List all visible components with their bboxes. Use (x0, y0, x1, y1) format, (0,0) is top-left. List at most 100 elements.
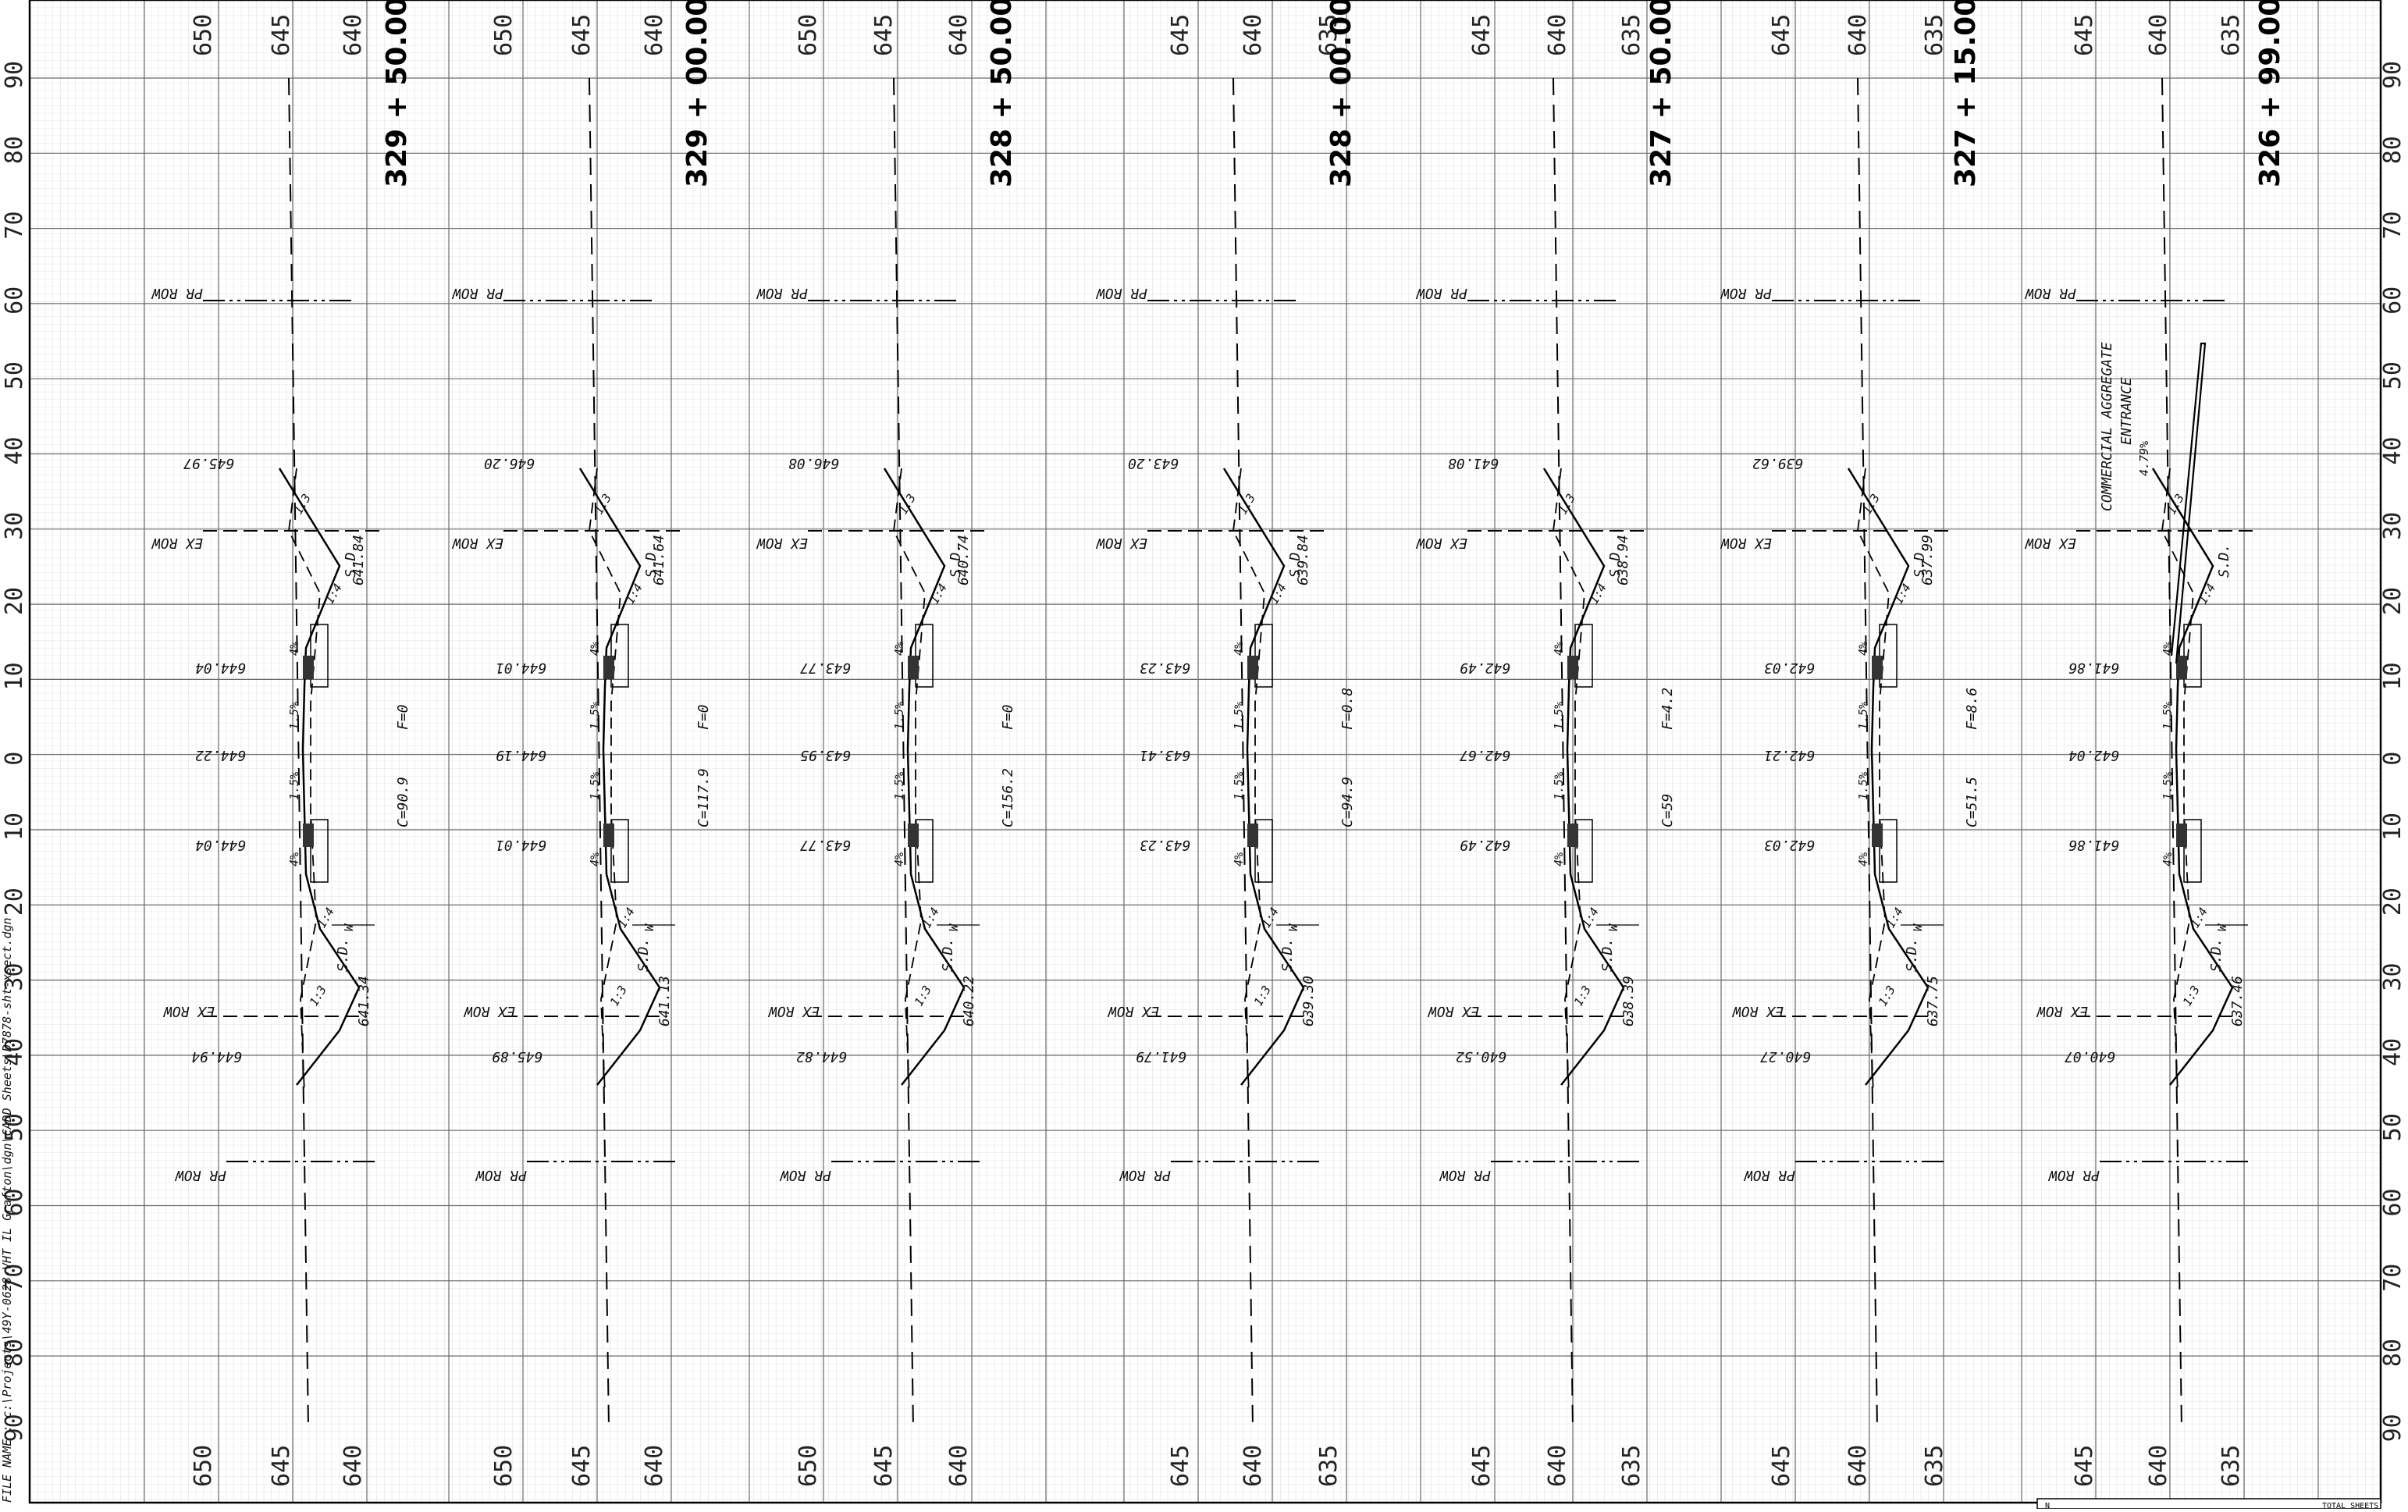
elevation-tick-bottom: 635 (1921, 1445, 1948, 1487)
w-marker-label: W (947, 923, 961, 931)
ex-row-label: EX ROW (767, 1003, 820, 1019)
pavement-hatch (908, 656, 919, 679)
cross-slope-label: 4% (1232, 852, 1246, 866)
storm-drain-label: S.D. (1599, 938, 1616, 972)
elevation-tick-bottom: 640 (1240, 1445, 1267, 1487)
cross-slope-label: 4% (1552, 642, 1566, 656)
offset-tick-right: 40 (2379, 436, 2406, 464)
offset-tick-right: 10 (2379, 813, 2406, 841)
cross-slope-label: 1.5% (1232, 702, 1246, 730)
w-marker-label: W (1286, 923, 1300, 931)
storm-drain-label: S.D. (940, 938, 956, 972)
elevation-tick-top: 650 (490, 14, 518, 56)
ex-row-label: EX ROW (2024, 535, 2076, 551)
cross-slope-label: 4% (1856, 852, 1870, 866)
cross-slope-label: 4% (2161, 852, 2175, 866)
fill-quantity: F=4.2 (1659, 688, 1676, 730)
elevation-tick-bottom: 640 (1544, 1445, 1571, 1487)
existing-profile (288, 468, 321, 1094)
station-label: 329 + 50.00 (381, 0, 413, 187)
storm-drain-label: S.D. (1904, 938, 1920, 972)
offset-tick-left: 80 (1, 136, 28, 164)
elevation-tick-bottom: 645 (268, 1445, 295, 1487)
elev-centerline: 642.21 (1764, 747, 1815, 763)
w-marker-label: W (342, 923, 356, 931)
cross-slope-label: 1.5% (2161, 702, 2175, 730)
pr-row-label: PR ROW (2047, 1167, 2100, 1183)
offset-tick-left: 60 (1, 286, 28, 315)
elevation-tick-bottom: 640 (340, 1445, 367, 1487)
elev-edge-top: 643.77 (800, 660, 851, 676)
elev-top-left: 645.97 (183, 455, 234, 471)
elevation-tick-top: 640 (1844, 14, 1872, 56)
entrance-label: COMMERCIAL AGGREGATE (2099, 342, 2115, 511)
elev-bottom-left: 645.89 (492, 1048, 542, 1065)
elevation-tick-top: 635 (1618, 14, 1645, 56)
offset-tick-right: 50 (2379, 1113, 2406, 1141)
elevation-tick-top: 645 (1468, 14, 1496, 56)
elevation-tick-bottom: 645 (1768, 1445, 1795, 1487)
elev-edge-bottom: 641.86 (2068, 837, 2119, 853)
existing-ground-line (893, 77, 914, 1429)
storm-drain-label: S.D. (1607, 544, 1624, 578)
elev-bottom-left: 641.79 (1136, 1048, 1186, 1065)
existing-profile (1553, 468, 1585, 1094)
fill-quantity: F=0 (1000, 704, 1016, 730)
pr-row-label: PR ROW (779, 1167, 831, 1183)
pavement-box (1879, 819, 1898, 883)
ex-row-label: EX ROW (1731, 1003, 1784, 1019)
elev-edge-bottom: 643.77 (800, 837, 851, 853)
elevation-tick-bottom: 645 (1167, 1445, 1194, 1487)
pr-row-label: PR ROW (174, 1167, 226, 1183)
elev-top-left: 646.08 (788, 455, 839, 471)
offset-tick-left: 70 (1, 211, 28, 239)
cross-slope-label: 4% (892, 852, 906, 866)
pr-row-label: PR ROW (451, 285, 503, 301)
fill-quantity: F=8.6 (1964, 688, 1980, 730)
storm-drain-label: S.D. (343, 544, 359, 578)
offset-tick-left: 40 (1, 436, 28, 464)
elevation-tick-top: 645 (268, 14, 295, 56)
elev-edge-top: 644.04 (195, 660, 246, 676)
cross-slope-label: 4% (1552, 852, 1566, 866)
elev-ditch-top: 641.64 (651, 535, 667, 585)
elevation-tick-bottom: 645 (1468, 1445, 1496, 1487)
storm-drain-label: S.D. (948, 544, 964, 578)
offset-tick-left: 50 (1, 1113, 28, 1141)
elev-edge-top: 643.23 (1140, 660, 1190, 676)
elev-bottom-left: 644.82 (796, 1048, 847, 1065)
elevation-tick-top: 635 (1921, 14, 1948, 56)
pavement-hatch (303, 824, 314, 847)
offset-tick-left: 90 (1, 1414, 28, 1442)
offset-tick-left: 20 (1, 888, 28, 916)
offset-tick-right: 90 (2379, 1414, 2406, 1442)
pavement-hatch (303, 656, 314, 679)
offset-tick-right: 60 (2379, 286, 2406, 315)
cut-quantity: C=51.5 (1964, 777, 1980, 827)
existing-ground-line (2161, 77, 2182, 1429)
storm-drain-label: S.D. (2216, 544, 2232, 578)
storm-drain-label: S.D. (635, 938, 652, 972)
offset-tick-left: 20 (1, 587, 28, 615)
elevation-tick-bottom: 645 (870, 1445, 898, 1487)
entrance-label: ENTRANCE (2118, 377, 2135, 445)
station-label: 326 + 99.00 (2254, 0, 2286, 187)
elev-centerline: 644.19 (496, 747, 546, 763)
offset-tick-left: 80 (1, 1339, 28, 1367)
ex-row-label: EX ROW (151, 535, 203, 551)
cut-quantity: C=94.9 (1339, 777, 1356, 827)
station-label: 328 + 00.00 (1325, 0, 1357, 187)
elevation-tick-bottom: 640 (641, 1445, 668, 1487)
elev-bottom-left: 640.27 (1760, 1048, 1811, 1065)
elev-edge-top: 642.03 (1764, 660, 1815, 676)
elevation-tick-top: 640 (1544, 14, 1571, 56)
station-label: 328 + 50.00 (986, 0, 1018, 187)
elevation-tick-top: 650 (795, 14, 822, 56)
pr-row-label: PR ROW (1119, 1167, 1171, 1183)
ex-row-label: EX ROW (756, 535, 808, 551)
cross-slope-label: 1.5% (892, 772, 906, 800)
elevation-tick-bottom: 640 (2145, 1445, 2172, 1487)
